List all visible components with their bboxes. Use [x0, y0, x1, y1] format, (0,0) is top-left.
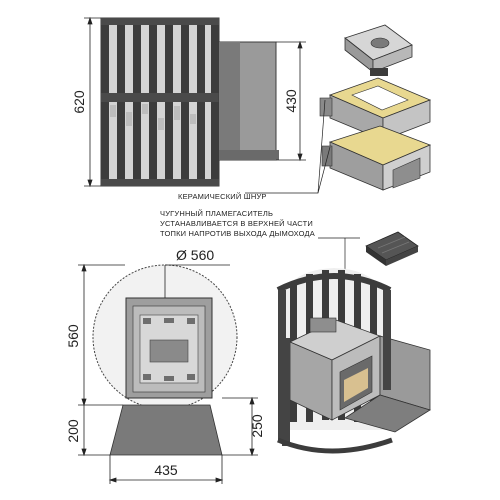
front-base-plate	[219, 150, 279, 160]
flame-spreader-note: ЧУГУННЫЙ ПЛАМЕГАСИТЕЛЬ УСТАНАВЛИВАЕТСЯ В…	[160, 209, 419, 292]
dim-line-560	[78, 263, 125, 407]
front-elevation-view: 620 430	[71, 16, 306, 188]
front-stone-hints	[110, 104, 196, 130]
dim-label-435: 435	[154, 462, 178, 478]
dim-label-430: 430	[283, 89, 299, 113]
top-lid-part	[344, 24, 413, 76]
plan-base-channel	[109, 404, 223, 456]
front-horizontal-bands	[101, 18, 219, 186]
dim-label-diameter: Ø 560	[176, 247, 214, 263]
dim-line-200	[78, 405, 110, 457]
flame-spreader-text-3: ТОПКИ НАПРОТИВ ВЫХОДА ДЫМОХОДА	[160, 229, 315, 238]
ceramic-cord-label: КЕРАМИЧЕСКИЙ ШНУР	[178, 192, 267, 201]
exploded-view: КЕРАМИЧЕСКИЙ ШНУР	[178, 24, 432, 201]
dim-line-250	[222, 396, 258, 457]
flame-spreader-part	[365, 231, 419, 266]
assembled-channel	[344, 335, 431, 433]
dim-label-560: 560	[65, 324, 81, 348]
middle-frame-part	[319, 77, 432, 141]
firebox-part	[321, 125, 432, 191]
dim-label-200: 200	[65, 419, 81, 443]
cage-front-bars	[278, 290, 391, 446]
assembled-view	[276, 268, 431, 454]
plan-view: Ø 560 560 200 250	[65, 247, 265, 484]
dim-line-435	[108, 455, 224, 484]
flame-spreader-text-1: ЧУГУННЫЙ ПЛАМЕГАСИТЕЛЬ	[160, 209, 273, 218]
dim-label-620: 620	[71, 90, 87, 114]
dim-label-250: 250	[249, 414, 265, 438]
assembled-firebox	[289, 317, 382, 421]
dim-line-diameter	[164, 264, 230, 298]
dim-line-430	[276, 40, 306, 162]
flame-spreader-text-2: УСТАНАВЛИВАЕТСЯ В ВЕРХНЕЙ ЧАСТИ	[160, 219, 313, 228]
dim-line-620	[84, 16, 101, 188]
